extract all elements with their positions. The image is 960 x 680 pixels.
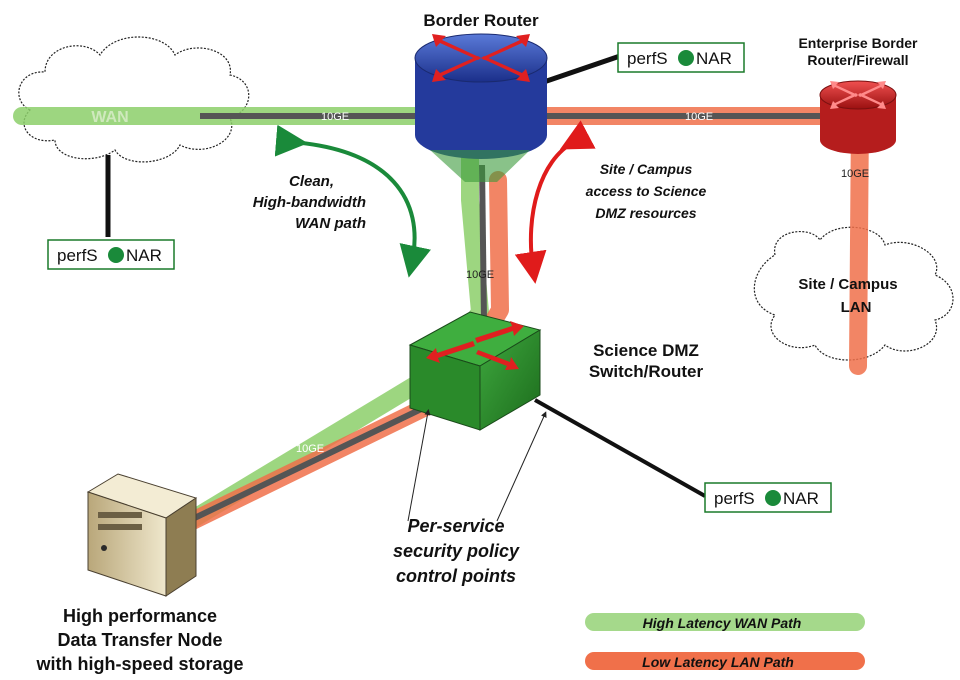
dtn-label-line3: with high-speed storage	[35, 654, 243, 674]
legend-wan-path: High Latency WAN Path	[585, 613, 865, 631]
clean-path-line1: Clean,	[289, 173, 334, 190]
wan-cloud-label: WAN	[91, 109, 128, 126]
perfsonar-prefix: perfS	[627, 49, 668, 68]
legend-lan-label: Low Latency LAN Path	[642, 654, 794, 670]
site-access-line1: Site / Campus	[600, 161, 693, 177]
core-links	[178, 113, 825, 528]
science-dmz-switch[interactable]	[408, 311, 542, 431]
perfsonar-box-top[interactable]: perfS NAR	[617, 42, 745, 73]
policy-line1: Per-service	[407, 516, 504, 536]
lan-cloud-label-line1: Site / Campus	[798, 276, 897, 293]
perfsonar-logo-icon	[765, 490, 781, 506]
switch-arrows-icon	[426, 321, 524, 370]
perfsonar-suffix: NAR	[783, 489, 819, 508]
perfsonar-box-dmz[interactable]: perfS NAR	[704, 482, 832, 513]
perfsonar-prefix: perfS	[714, 489, 755, 508]
policy-line2: security policy	[393, 541, 520, 561]
perfsonar-suffix: NAR	[126, 246, 162, 265]
clean-path-line2: High-bandwidth	[253, 194, 366, 211]
perfsonar-box-wan[interactable]: perfS NAR	[47, 239, 175, 270]
enterprise-label-line1: Enterprise Border	[798, 35, 918, 51]
legend-wan-label: High Latency WAN Path	[643, 615, 802, 631]
firewall-arrows-icon	[830, 81, 886, 109]
perfsonar-suffix: NAR	[696, 49, 732, 68]
campus-access-arrow	[514, 120, 596, 284]
dmz-uplink-label: 10GE	[466, 269, 494, 281]
dtn-label-line2: Data Transfer Node	[57, 630, 222, 650]
policy-line3: control points	[396, 566, 516, 586]
dtn-link-label: 10GE	[296, 443, 324, 455]
enterprise-border-router[interactable]	[819, 80, 897, 154]
wan-path-arrow	[274, 124, 431, 278]
perfsonar-prefix: perfS	[57, 246, 98, 265]
border-router-label: Border Router	[423, 11, 539, 30]
dmz-label-line1: Science DMZ	[593, 341, 699, 360]
site-access-line3: DMZ resources	[595, 205, 696, 221]
router-arrows-icon	[432, 34, 530, 82]
data-transfer-node-server[interactable]	[86, 473, 198, 597]
wan-path-highlight	[13, 107, 489, 537]
legend-lan-path: Low Latency LAN Path	[585, 652, 865, 670]
dmz-label-line2: Switch/Router	[589, 362, 704, 381]
lan-cloud-label-line2: LAN	[841, 299, 872, 316]
site-access-line2: access to Science	[586, 183, 707, 199]
perfsonar-links	[105, 53, 706, 498]
clean-path-line3: WAN path	[295, 215, 366, 232]
enterprise-label-line2: Router/Firewall	[807, 52, 908, 68]
policy-pointer-lines	[407, 409, 547, 522]
perfsonar-logo-icon	[678, 50, 694, 66]
wan-link-label: 10GE	[321, 111, 349, 123]
enterprise-link-label: 10GE	[685, 111, 713, 123]
link-speed-labels: 10GE 10GE 10GE 10GE 10GE	[296, 111, 869, 455]
lan-link-label: 10GE	[841, 168, 869, 180]
dtn-label-line1: High performance	[63, 606, 217, 626]
perfsonar-logo-icon	[108, 247, 124, 263]
legend: High Latency WAN Path Low Latency LAN Pa…	[585, 613, 865, 670]
border-router[interactable]	[414, 33, 548, 182]
wan-cloud	[18, 36, 250, 163]
